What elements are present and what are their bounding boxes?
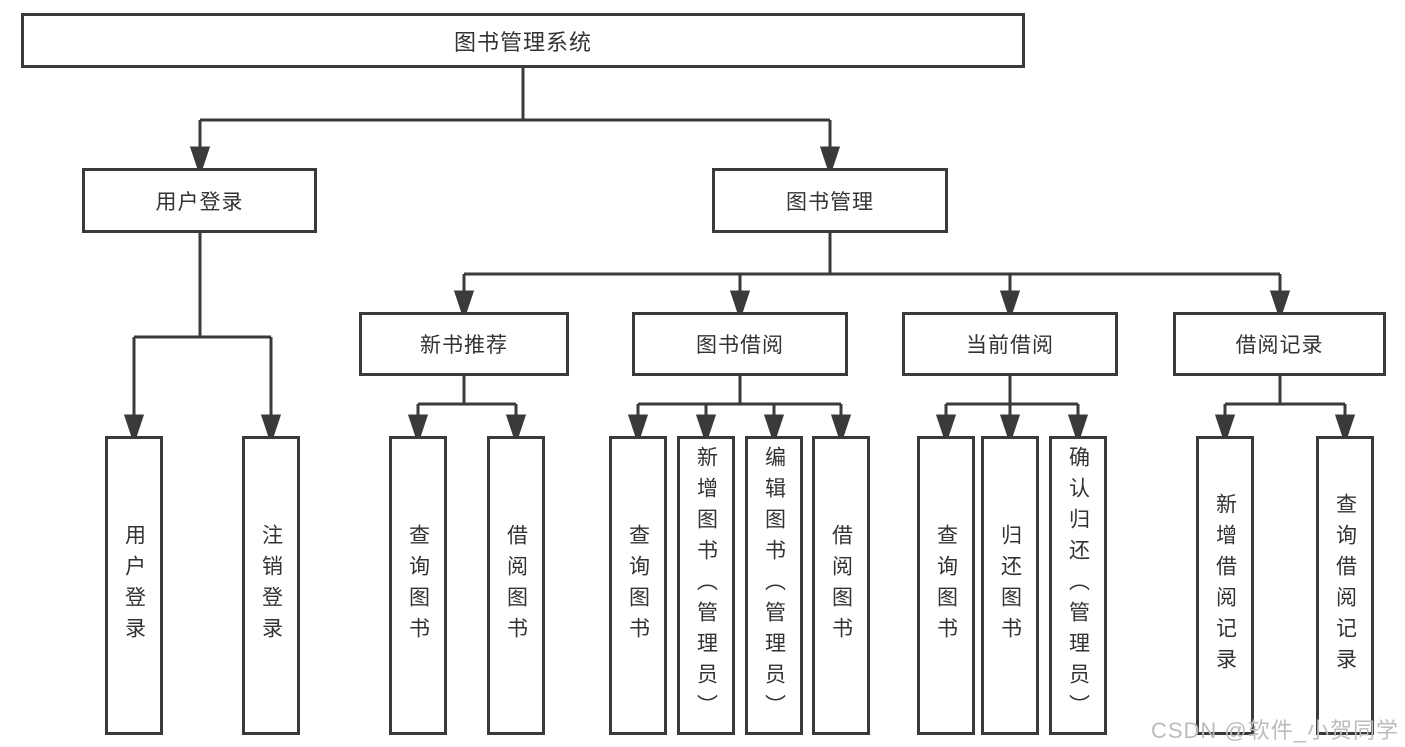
leaf-return-book: 归还图书 [981,436,1039,735]
node-root: 图书管理系统 [21,13,1025,68]
arrow-down-icon [260,414,282,445]
arrow-down-icon [407,414,429,445]
arrow-down-icon [123,414,145,445]
arrow-down-icon [1334,414,1356,445]
arrow-down-icon [935,414,957,445]
arrow-down-icon [830,414,852,445]
connector-book-borrow-to-leaves [627,375,852,445]
arrow-down-icon [763,414,785,445]
leaf-query-book-current: 查询图书 [917,436,975,735]
connector-current-borrow-to-leaves [935,376,1089,445]
leaf-query-book-recommend: 查询图书 [389,436,447,735]
connector-user-login-to-leaves [123,233,282,445]
arrow-down-icon [729,290,751,321]
connector-root-to-level2 [189,68,841,177]
leaf-query-book-borrow: 查询图书 [609,436,667,735]
leaf-user-login: 用户登录 [105,436,163,735]
arrow-down-icon [1214,414,1236,445]
connector-book-mgmt-to-level3 [453,233,1291,321]
connector-new-book-to-leaves [407,376,527,445]
leaf-query-borrow-record: 查询借阅记录 [1316,436,1374,735]
node-current-borrow: 当前借阅 [902,312,1118,376]
node-new-book-recommend: 新书推荐 [359,312,569,376]
leaf-add-borrow-record: 新增借阅记录 [1196,436,1254,735]
arrow-down-icon [505,414,527,445]
leaf-logout: 注销登录 [242,436,300,735]
watermark: CSDN @软件_小贺同学 [1150,718,1399,743]
leaf-confirm-return-admin: 确认归还（管理员） [1049,436,1107,735]
connector-borrow-record-to-leaves [1214,376,1356,445]
arrow-down-icon [819,146,841,177]
leaf-edit-book-admin: 编辑图书（管理员） [745,436,803,735]
leaf-borrow-book-recommend: 借阅图书 [487,436,545,735]
arrow-down-icon [999,290,1021,321]
leaf-add-book-admin: 新增图书（管理员） [677,436,735,735]
node-book-management: 图书管理 [712,168,948,233]
arrow-down-icon [627,414,649,445]
arrow-down-icon [453,290,475,321]
arrow-down-icon [1067,414,1089,445]
node-user-login: 用户登录 [82,168,317,233]
leaf-borrow-book: 借阅图书 [812,436,870,735]
arrow-down-icon [695,414,717,445]
arrow-down-icon [999,414,1021,445]
arrow-down-icon [1269,290,1291,321]
node-borrow-record: 借阅记录 [1173,312,1386,376]
node-book-borrow: 图书借阅 [632,312,848,376]
arrow-down-icon [189,146,211,177]
